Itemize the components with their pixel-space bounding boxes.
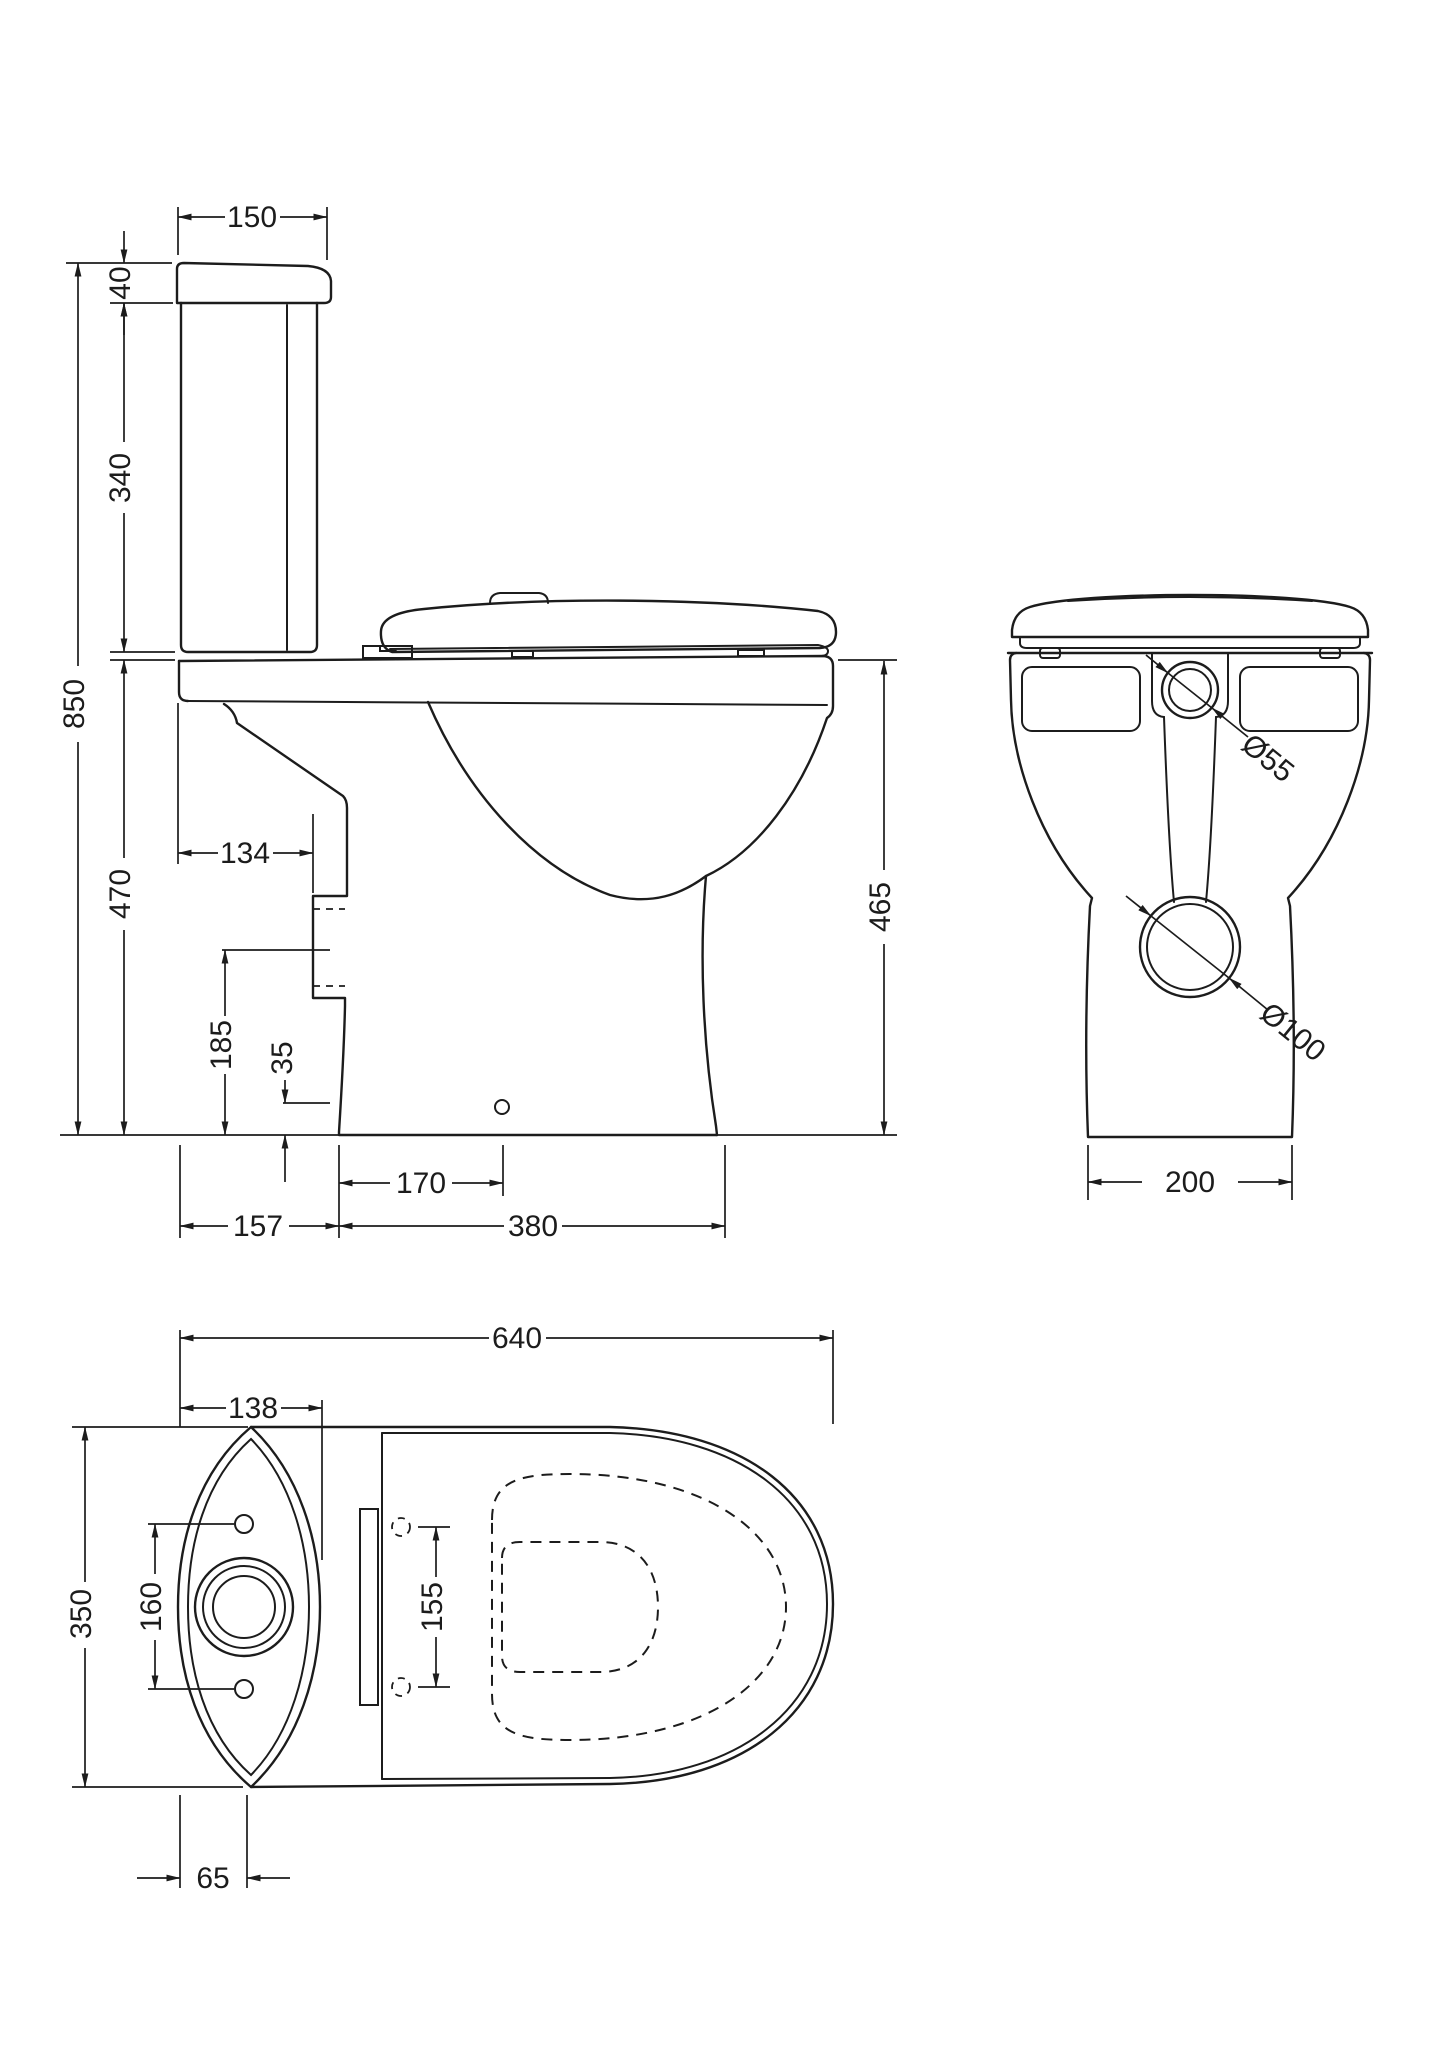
side-elevation-view: 150 40 340 850 470 134 185 [58,201,897,1243]
plan-outline [249,1425,835,1789]
dim-base-depth: 380 [508,1210,558,1243]
dim-cistern-width: 150 [227,201,277,234]
dim-lid-height: 40 [104,266,137,299]
rear-lid-outline [1010,593,1370,639]
seat-fixing-hole-top [391,1517,411,1537]
plan-cistern-outline [176,1425,322,1789]
plan-view: 640 138 350 160 155 65 [65,1322,835,1895]
flush-valve-outer [193,1556,295,1658]
dim-cistern-overhang: 65 [196,1862,229,1895]
seat-bumper [737,649,765,657]
dim-fixing-hole-offset: 170 [396,1167,446,1200]
dim-outlet-centre-height: 185 [205,1020,238,1070]
dim-cistern-height: 340 [104,453,137,503]
dim-back-to-base: 157 [233,1210,283,1243]
dim-overall-depth: 640 [492,1322,542,1355]
dim-overall-width: 350 [65,1589,98,1639]
dim-inlet-diameter: Ø55 [1235,728,1300,789]
pan-outline [177,654,835,1137]
plan-hidden-bowl [391,1472,788,1742]
seat-bumper [511,650,534,658]
dim-bowl-height: 470 [104,869,137,919]
cistern-lid-outline [175,261,333,305]
bowl-opening-hidden [491,1472,788,1742]
dim-floor-clearance: 35 [266,1041,299,1074]
plan-dimensions: 640 138 350 160 155 65 [65,1322,834,1895]
flush-inlet-hole [1160,660,1220,720]
soil-outlet-hole [1138,895,1242,999]
rear-recess-left [1021,666,1141,732]
cistern-body-outline [179,301,319,654]
rear-elevation-view: Ø55 Ø100 200 [1006,593,1374,1200]
cistern-fixing-hole-bottom [234,1679,254,1699]
side-dimensions: 150 40 340 850 470 134 185 [58,201,897,1243]
rear-pan-outline [1006,651,1374,1139]
dim-outlet-projection: 134 [220,837,270,870]
water-area-hidden [501,1541,660,1673]
rear-recess-right [1239,666,1359,732]
dim-rim-height: 465 [864,882,897,932]
seat-hinge-block [362,645,413,659]
seat-hinge-bar [359,1508,379,1706]
dim-base-width: 200 [1165,1166,1215,1199]
side-fixing-hole [494,1099,510,1115]
dim-cistern-depth: 138 [228,1392,278,1425]
rear-dimensions: Ø55 Ø100 200 [1087,654,1332,1200]
dim-seat-fixing-centres: 155 [416,1582,449,1632]
seat-and-lid-outline [362,592,838,659]
dim-overall-height: 850 [58,679,91,729]
seat-fixing-hole-bottom [391,1677,411,1697]
rear-seat-outline [1019,636,1361,659]
cistern-fixing-hole-top [234,1514,254,1534]
dim-cistern-fixing-centres: 160 [135,1582,168,1632]
flush-valve-inner [212,1575,276,1639]
